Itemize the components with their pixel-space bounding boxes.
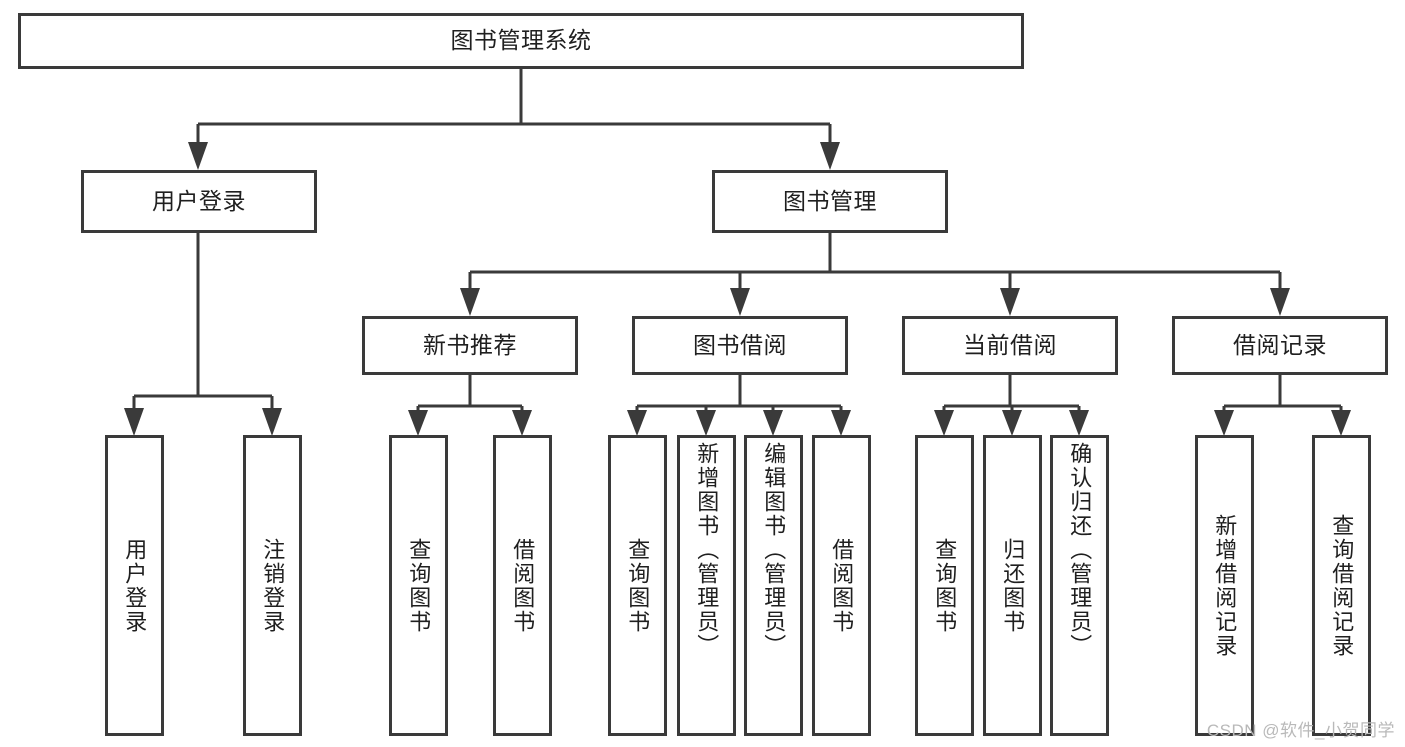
arrow-head-new-book-leaf-1 <box>408 410 428 436</box>
arrow-head-current-borrow-leaf-3 <box>1069 410 1089 436</box>
node-box-leaf-current-borrow-2[interactable] <box>983 435 1042 736</box>
arrow-head-user-login-leaf-1 <box>124 408 144 436</box>
node-box-leaf-user-login-2[interactable] <box>243 435 302 736</box>
arrow-head-book-manage-to-current <box>1000 288 1020 316</box>
node-box-leaf-new-book-2[interactable] <box>493 435 552 736</box>
node-box-leaf-book-borrow-1[interactable] <box>608 435 667 736</box>
arrow-head-book-borrow-leaf-4 <box>831 410 851 436</box>
arrow-head-book-borrow-leaf-3 <box>763 410 783 436</box>
watermark-text: CSDN @软件_小贺同学 <box>1206 721 1395 740</box>
node-box-leaf-borrow-record-1[interactable] <box>1195 435 1254 736</box>
arrow-head-root-to-book-manage <box>820 142 840 170</box>
node-box-book-manage[interactable] <box>712 170 948 233</box>
node-box-leaf-book-borrow-3[interactable] <box>744 435 803 736</box>
node-box-root[interactable] <box>18 13 1024 69</box>
node-box-current-borrow[interactable] <box>902 316 1118 375</box>
arrow-head-borrow-record-leaf-1 <box>1214 410 1234 436</box>
node-box-leaf-current-borrow-1[interactable] <box>915 435 974 736</box>
arrow-head-new-book-leaf-2 <box>512 410 532 436</box>
arrow-head-user-login-leaf-2 <box>262 408 282 436</box>
arrow-head-book-manage-to-record <box>1270 288 1290 316</box>
node-box-leaf-user-login-1[interactable] <box>105 435 164 736</box>
arrow-head-current-borrow-leaf-2 <box>1002 410 1022 436</box>
node-box-leaf-new-book-1[interactable] <box>389 435 448 736</box>
node-box-leaf-book-borrow-4[interactable] <box>812 435 871 736</box>
arrow-head-root-to-user-login <box>188 142 208 170</box>
node-box-new-book-recommend[interactable] <box>362 316 578 375</box>
node-box-leaf-borrow-record-2[interactable] <box>1312 435 1371 736</box>
arrow-head-book-manage-to-borrow <box>730 288 750 316</box>
node-box-user-login[interactable] <box>81 170 317 233</box>
node-box-book-borrow[interactable] <box>632 316 848 375</box>
node-box-borrow-record[interactable] <box>1172 316 1388 375</box>
arrow-head-book-borrow-leaf-2 <box>696 410 716 436</box>
arrow-head-book-manage-to-new-book <box>460 288 480 316</box>
arrow-head-current-borrow-leaf-1 <box>934 410 954 436</box>
node-box-leaf-book-borrow-2[interactable] <box>677 435 736 736</box>
arrow-head-borrow-record-leaf-2 <box>1331 410 1351 436</box>
node-box-leaf-current-borrow-3[interactable] <box>1050 435 1109 736</box>
arrow-head-book-borrow-leaf-1 <box>627 410 647 436</box>
